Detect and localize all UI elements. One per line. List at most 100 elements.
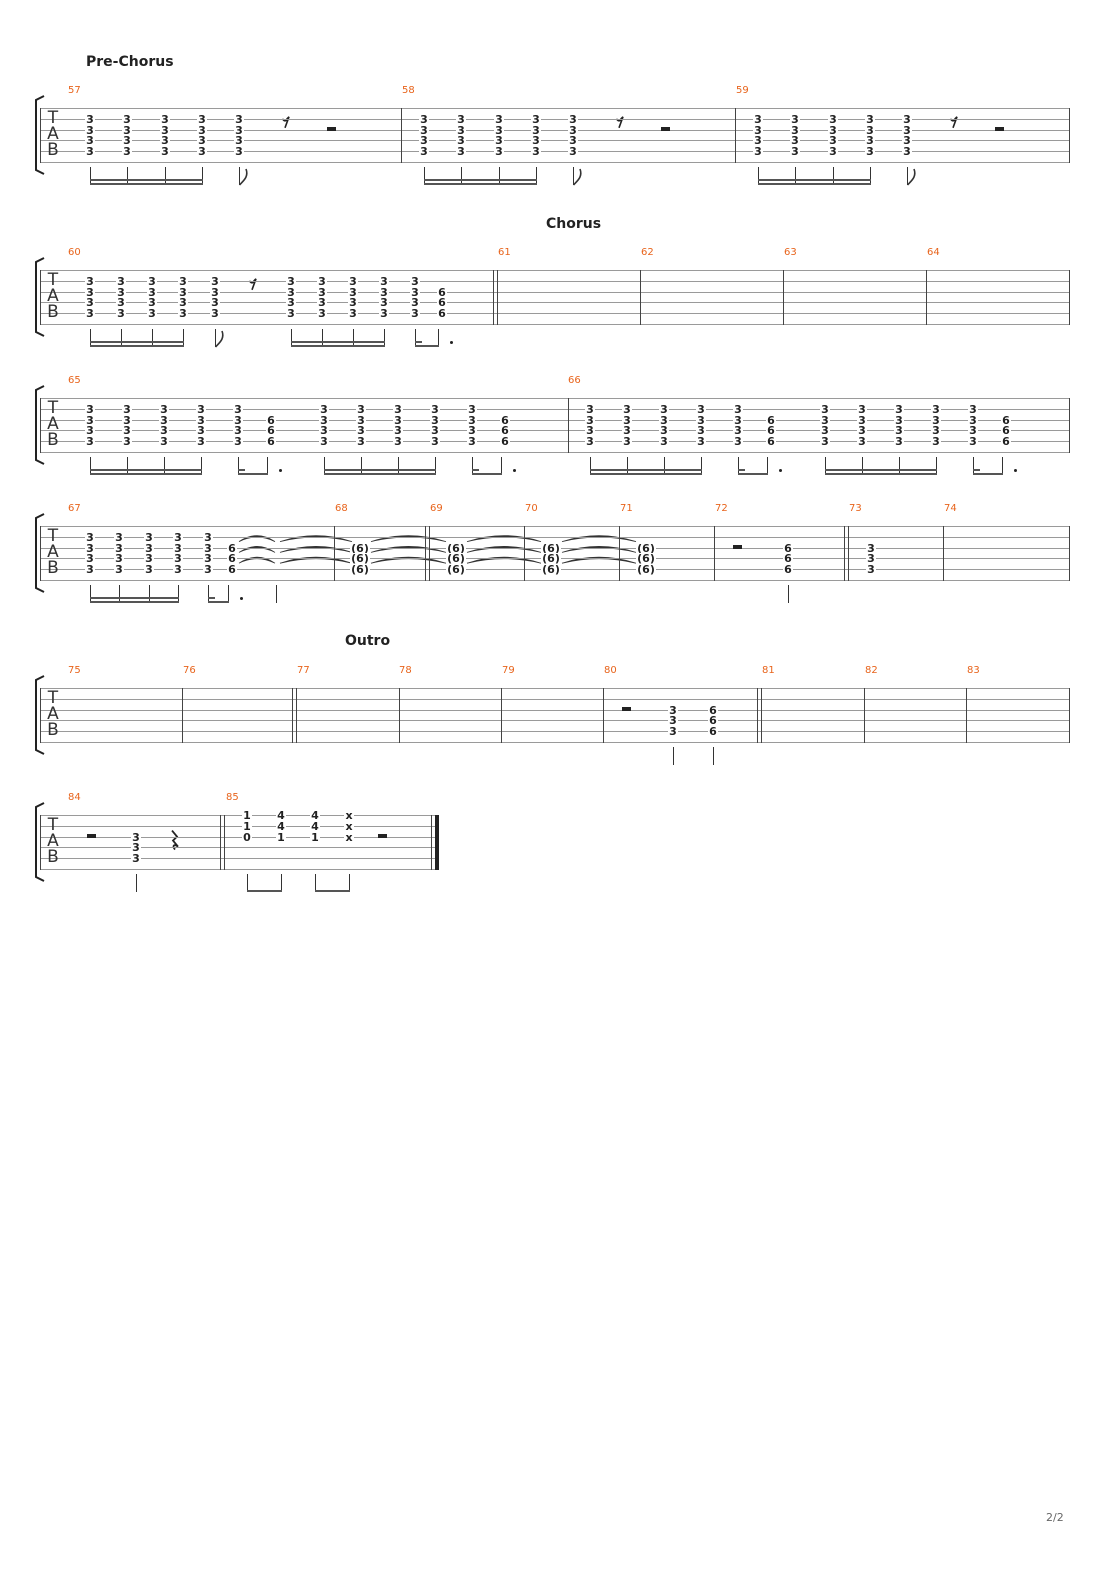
fret-number: 3: [122, 134, 132, 148]
fret-number: 3: [173, 563, 183, 577]
note-stem: [281, 874, 282, 892]
barline: [1069, 108, 1070, 163]
fret-number: 3: [820, 413, 830, 427]
fret-number: 3: [419, 112, 429, 126]
staff-line: [40, 270, 1070, 271]
measure-number: 63: [784, 247, 797, 258]
note-stem: [208, 585, 209, 603]
tab-clef-a: A: [47, 704, 59, 724]
note-stem: [461, 167, 462, 185]
measure-number: 61: [498, 247, 511, 258]
tab-clef-t: T: [47, 526, 59, 546]
beam: [825, 469, 937, 471]
fret-number: 3: [286, 307, 296, 321]
double-barline: [757, 688, 758, 743]
fret-number: 1: [242, 819, 252, 833]
beam: [291, 345, 385, 347]
barline: [40, 526, 41, 581]
staff-line: [40, 825, 437, 827]
fret-number: 3: [319, 413, 329, 427]
fret-number: 3: [622, 424, 632, 438]
fret-number: 3: [568, 112, 578, 126]
staff-line: [40, 836, 437, 838]
note-stem: [536, 167, 537, 185]
note-flag: [238, 168, 248, 186]
fret-number: 3: [696, 435, 706, 449]
tab-clef-t: T: [47, 688, 59, 708]
fret-number: 3: [866, 563, 876, 577]
fret-number: 3: [203, 541, 213, 555]
beam: [238, 469, 245, 471]
staff-line: [40, 731, 1070, 733]
note-stem: [149, 585, 150, 603]
fret-number: 3: [144, 563, 154, 577]
staff-line: [40, 858, 437, 860]
fret-number: 3: [116, 285, 126, 299]
fret-number: 3: [820, 435, 830, 449]
fret-number: 3: [857, 424, 867, 438]
barline: [40, 688, 41, 743]
fret-number: 6: [766, 435, 776, 449]
note-stem: [276, 585, 277, 603]
fret-number: 3: [85, 541, 95, 555]
fret-number: 3: [317, 274, 327, 288]
fret-number: 3: [203, 552, 213, 566]
note-stem: [239, 167, 240, 185]
fret-number: 3: [85, 435, 95, 449]
fret-number: 3: [147, 296, 157, 310]
fret-number: 3: [733, 413, 743, 427]
fret-number: 3: [286, 274, 296, 288]
fret-number: 3: [85, 123, 95, 137]
fret-number: 3: [160, 123, 170, 137]
fret-number: 3: [531, 134, 541, 148]
fret-number: 3: [173, 530, 183, 544]
fret-number: 3: [122, 145, 132, 159]
fret-number: 3: [393, 424, 403, 438]
staff-line: [40, 313, 1070, 315]
fret-number: 3: [410, 296, 420, 310]
fret-number: 6: [783, 541, 793, 555]
barline: [714, 526, 715, 581]
staff-line: [40, 815, 437, 816]
fret-number: 3: [114, 563, 124, 577]
beam: [324, 473, 436, 475]
fret-number: 3: [467, 413, 477, 427]
fret-number: 3: [894, 402, 904, 416]
fret-number: 6: [766, 424, 776, 438]
fret-number: 3: [659, 413, 669, 427]
note-stem: [472, 457, 473, 475]
note-stem: [90, 457, 91, 475]
fret-number: 3: [234, 112, 244, 126]
fret-number: 3: [931, 413, 941, 427]
staff-line: [40, 108, 1070, 109]
fret-number: 3: [894, 413, 904, 427]
fret-number: 3: [467, 435, 477, 449]
barline: [966, 688, 967, 743]
fret-number: 3: [85, 552, 95, 566]
fret-number: 3: [317, 296, 327, 310]
note-stem: [201, 457, 202, 475]
measure-number: 57: [68, 85, 81, 96]
fret-number: 3: [122, 435, 132, 449]
beam: [973, 473, 1003, 475]
beam: [90, 183, 203, 185]
beam: [208, 597, 215, 599]
staff-line: [40, 847, 437, 849]
note-stem: [862, 457, 863, 475]
fret-number: 3: [114, 541, 124, 555]
note-stem: [178, 585, 179, 603]
note-stem: [936, 457, 937, 475]
fret-number: 3: [85, 530, 95, 544]
fret-number: 6: [437, 296, 447, 310]
barline: [619, 526, 620, 581]
fret-number: 3: [790, 134, 800, 148]
fret-number: 3: [828, 112, 838, 126]
tab-clef-b: B: [47, 720, 59, 740]
staff-line: [40, 536, 1070, 538]
fret-number: 3: [585, 402, 595, 416]
measure-number: 80: [604, 665, 617, 676]
tab-clef-a: A: [47, 414, 59, 434]
fret-number: 4: [276, 819, 286, 833]
staff-line: [40, 151, 1070, 153]
fret-number: 6: [783, 552, 793, 566]
